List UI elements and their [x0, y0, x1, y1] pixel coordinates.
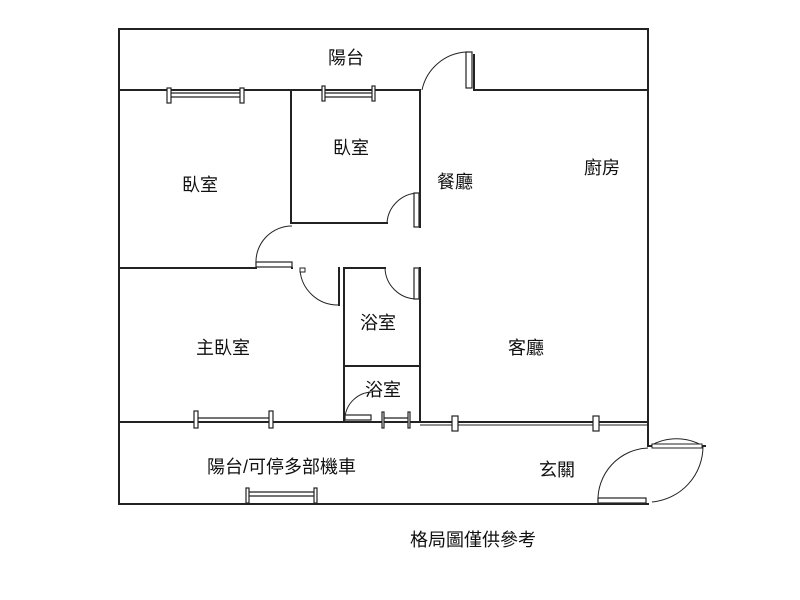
door-entrance — [597, 438, 704, 504]
interior-walls — [118, 54, 706, 447]
label-bedroom-center: 臥室 — [333, 138, 369, 158]
door-balcony-top — [421, 51, 473, 91]
door-bathroom-1 — [384, 267, 420, 300]
label-balcony-top: 陽台 — [328, 48, 364, 68]
label-entrance: 玄關 — [539, 460, 575, 480]
door-bathroom-2 — [344, 391, 373, 421]
window-bedroom-center — [321, 85, 376, 102]
label-bedroom-left: 臥室 — [182, 175, 218, 195]
label-bathroom-1: 浴室 — [360, 313, 396, 333]
door-master-bedroom — [299, 267, 339, 306]
window-bathroom-2 — [381, 411, 411, 429]
label-bathroom-2: 浴室 — [365, 380, 401, 400]
window-balcony-bottom — [245, 487, 318, 504]
door-bedroom-left — [255, 225, 293, 268]
door-bedroom-center — [386, 192, 420, 228]
reference-caption: 格局圖僅供參考 — [410, 530, 536, 550]
label-dining: 餐廳 — [437, 172, 473, 192]
label-kitchen: 廚房 — [584, 157, 620, 178]
window-master-bedroom — [193, 410, 274, 429]
window-bedroom-left — [166, 87, 245, 104]
window-living-room — [451, 415, 600, 432]
label-balcony-bottom: 陽台/可停多部機車 — [207, 457, 356, 477]
outer-walls — [118, 28, 649, 505]
doors — [255, 51, 704, 504]
room-labels: 陽台 臥室 臥室 餐廳 廚房 主臥室 浴室 浴室 客廳 陽台/可停多部機車 玄關 — [182, 48, 620, 480]
label-living-room: 客廳 — [508, 338, 544, 358]
windows — [166, 85, 600, 504]
label-master-bedroom: 主臥室 — [196, 338, 250, 358]
